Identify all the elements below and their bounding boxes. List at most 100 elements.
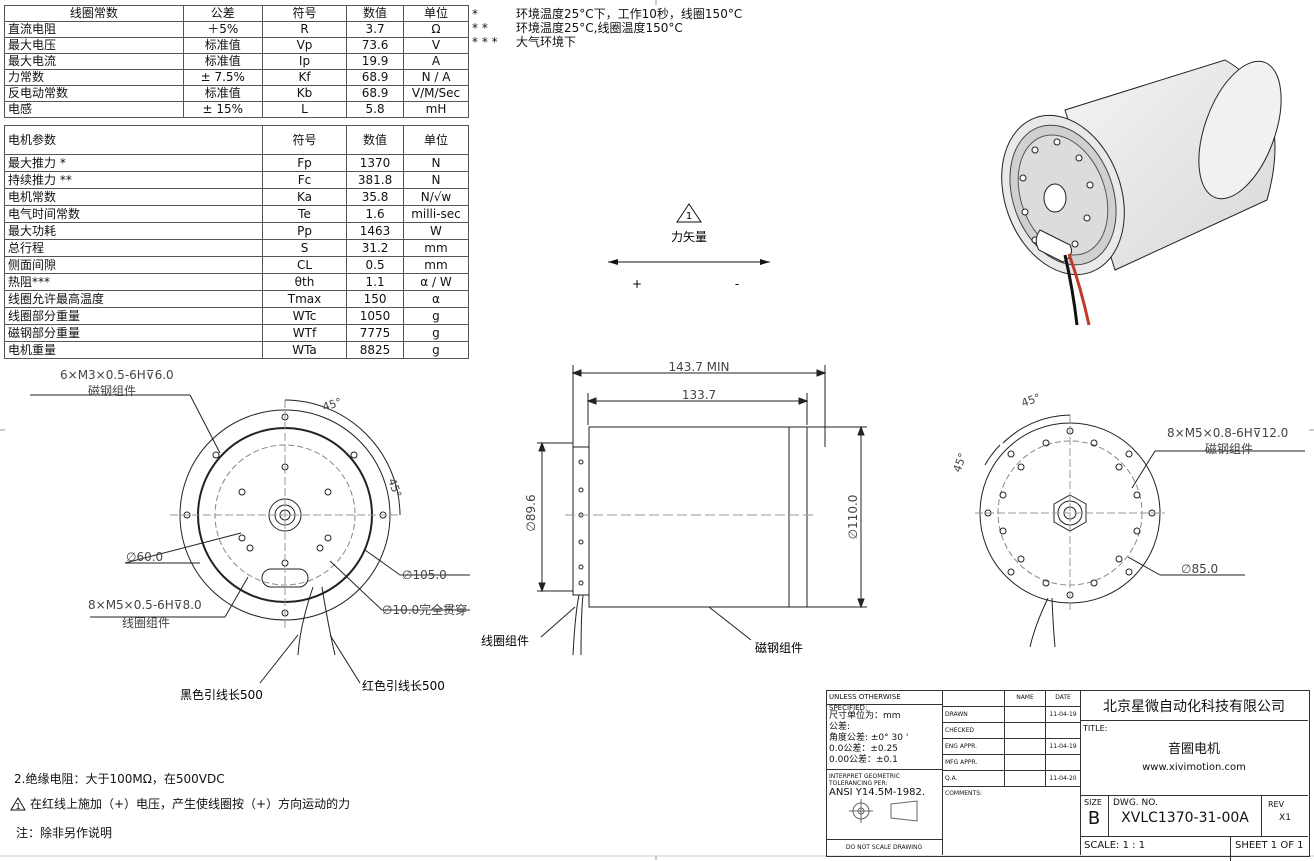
tol-text: 公差: (829, 722, 851, 732)
table-cell: 热阻*** (4, 273, 263, 291)
table-cell: Te (261, 205, 348, 223)
dia-105-label: ∅105.0 (402, 568, 447, 582)
thread-callout-1: 6×M3×0.5-6H⊽6.0 (60, 368, 174, 382)
company-name: 北京星微自动化科技有限公司 (1080, 690, 1308, 721)
approval-name (1005, 723, 1046, 738)
table-cell: 标准值 (182, 37, 263, 54)
table-cell: 最大推力 * (4, 154, 263, 172)
table-cell: 线圈部分重量 (4, 307, 263, 325)
footnote-mark: * * (472, 21, 488, 35)
table-cell: S (261, 239, 348, 257)
approval-date: 11-04-20 (1049, 775, 1077, 782)
front-view-magnet-side: 6×M3×0.5-6H⊽6.0 磁钢组件 45° 45° ∅60.0 ∅105.… (30, 368, 470, 702)
triangle-icon (676, 203, 702, 223)
dwg-info: SIZE B DWG. NO. XVLC1370-31-00A REV X1 (1080, 796, 1308, 837)
table-header-cell: 电机参数 (4, 125, 263, 155)
table-cell: Ip (261, 53, 348, 70)
approval-name (1005, 739, 1046, 754)
approval-row: Q.A.11-04-20 (942, 771, 1080, 787)
dia-85-label: ∅85.0 (1181, 562, 1218, 576)
footnote-text: 环境温度25°C,线圈温度150°C (516, 21, 683, 35)
table-cell: Kf (261, 69, 348, 86)
footnote-mark: * (472, 7, 478, 21)
note-insulation: 2.绝缘电阻：大于100MΩ，在500VDC (14, 772, 225, 786)
table-cell: Pp (261, 222, 348, 240)
side-view: 143.7 MIN 133.7 ∅89.6 ∅110.0 线圈组件 磁钢组件 (481, 360, 867, 656)
tol1-text: 0.0公差：±0.25 (829, 744, 898, 754)
table-cell: α (402, 290, 470, 308)
table-cell: CL (261, 256, 348, 274)
table-cell: 381.8 (346, 171, 404, 189)
table-cell: Ω (402, 21, 470, 38)
table-cell: 35.8 (346, 188, 404, 206)
thread-callout: 8×M5×0.8-6H⊽12.0 (1167, 426, 1288, 440)
dia-magnet-label: ∅110.0 (846, 495, 860, 540)
scale-text: SCALE: 1 : 1 (1084, 840, 1146, 851)
no-scale-text: DO NOT SCALE DRAWING (826, 839, 942, 855)
minus-direction: - (735, 277, 739, 291)
col-date-header: DATE (1055, 694, 1071, 701)
table-cell: Ka (261, 188, 348, 206)
table-cell: W (402, 222, 470, 240)
approval-name (1005, 707, 1046, 722)
table-cell: L (261, 101, 348, 118)
table-cell: ± 15% (182, 101, 263, 118)
approval-date (1046, 755, 1080, 770)
rev-label: REV (1268, 800, 1285, 809)
projection-symbol-icon (849, 799, 918, 823)
angle-label-2: 45° (951, 451, 970, 474)
scale-sheet-row: SCALE: 1 : 1 SHEET 1 OF 1 (1080, 837, 1308, 861)
table-cell: 标准值 (182, 85, 263, 102)
table-cell: ± 7.5% (182, 69, 263, 86)
table-cell: mH (402, 101, 470, 118)
table-cell: α / W (402, 273, 470, 291)
coil-table-header: 线圈常数 公差 符号 数值 单位 (4, 5, 470, 22)
approval-role: CHECKED (942, 723, 1005, 738)
approval-name (1005, 771, 1046, 786)
table-cell: 7775 (346, 324, 404, 342)
table-header-cell: 单位 (402, 125, 470, 155)
table-header-cell: 线圈常数 (4, 5, 184, 22)
black-wire-label: 黑色引线长500 (180, 688, 263, 702)
dia-10-label: ∅10.0完全贯穿 (382, 602, 467, 617)
table-cell: mm (402, 239, 470, 257)
table-cell: 电机常数 (4, 188, 263, 206)
table-cell: 电气时间常数 (4, 205, 263, 223)
thread-callout-1-sub: 磁钢组件 (88, 383, 136, 398)
size-label: SIZE (1084, 798, 1102, 807)
approval-name (1005, 755, 1046, 770)
dwg-no-label: DWG. NO. (1113, 798, 1158, 808)
angle-label-2: 45° (385, 477, 404, 500)
table-cell: V/M/Sec (402, 85, 470, 102)
drawing-title: 音圈电机 (1167, 742, 1220, 757)
table-cell: WTc (261, 307, 348, 325)
table-cell: Kb (261, 85, 348, 102)
table-cell: R (261, 21, 348, 38)
table-cell: N/√w (402, 188, 470, 206)
thread-callout-2: 8×M5×0.5-6H⊽8.0 (88, 598, 202, 612)
thread-callout-sub: 磁钢组件 (1205, 441, 1253, 456)
magnet-assembly-label: 磁钢组件 (755, 640, 803, 655)
note-general: 注：除非另作说明 (16, 826, 113, 840)
table-cell: Vp (261, 37, 348, 54)
approval-role: MFG APPR. (942, 755, 1005, 770)
force-vector-symbol: 1 (686, 211, 692, 222)
table-cell: Fc (261, 171, 348, 189)
table-cell: 1.1 (346, 273, 404, 291)
approval-date: 11-04-19 (1049, 743, 1077, 750)
dia-60-label: ∅60.0 (126, 550, 163, 564)
tolerance-block: UNLESS OTHERWISE SPECIFIED: 尺寸单位为：mm 公差:… (826, 690, 943, 855)
footnote-mark: * * * (472, 35, 498, 49)
footnote-text: 环境温度25°C下，工作10秒，线圈150°C (516, 7, 743, 21)
center-hole (1043, 183, 1067, 213)
